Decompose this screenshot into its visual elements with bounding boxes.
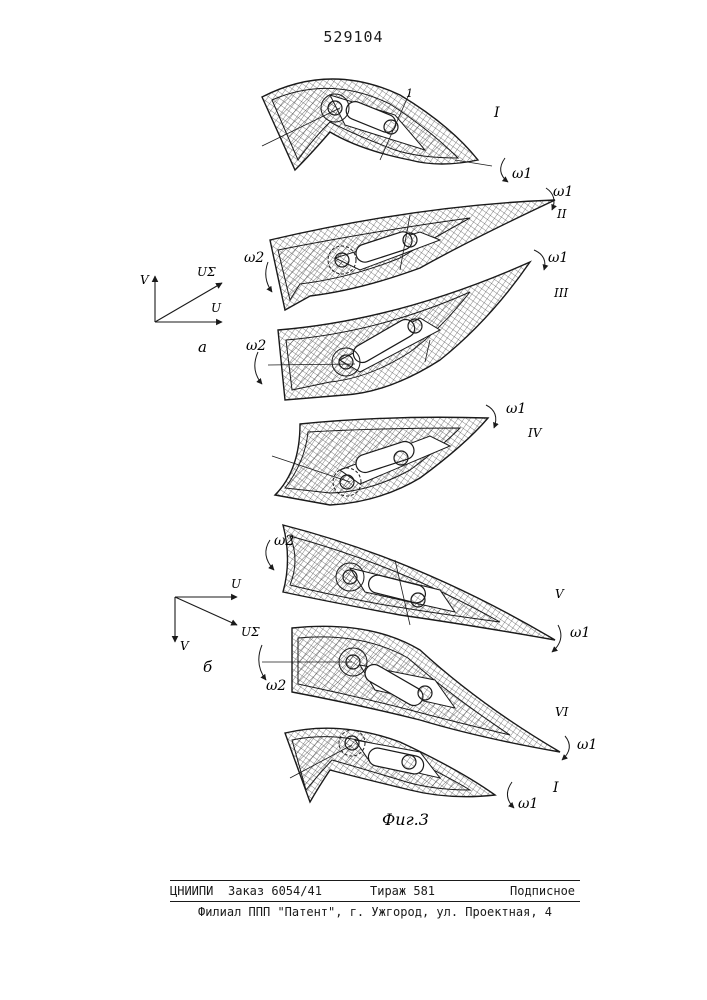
omega1-label-I-top: ω1 — [512, 166, 532, 182]
position-label-II: II — [556, 207, 567, 221]
figure-caption: Фиг.3 — [382, 810, 429, 829]
omega1-label-V: ω1 — [570, 625, 590, 641]
vector-Usum-label-b: UΣ — [241, 625, 260, 639]
omega2-label-V: ω2 — [274, 533, 294, 549]
vector-Usum-label-a: UΣ — [197, 265, 216, 279]
omega1-label-III: ω1 — [548, 250, 568, 266]
omega2-label-VI: ω2 — [266, 678, 286, 694]
velocity-diagram-a — [155, 276, 222, 322]
velocity-diagram-b — [175, 597, 237, 642]
position-label-V: V — [555, 587, 565, 601]
footer-top-rule — [170, 880, 580, 881]
omega1-label-I-bottom: ω1 — [518, 796, 538, 812]
vector-V-label-a: V — [140, 273, 150, 287]
blade-position-1-bottom — [285, 728, 514, 808]
position-label-IV: IV — [527, 426, 543, 440]
omega1-label-IV: ω1 — [506, 401, 526, 417]
group-b-label: б — [203, 658, 213, 676]
footer-order: Заказ 6054/41 — [228, 884, 322, 898]
footer-branch: Филиал ППП "Патент", г. Ужгород, ул. Про… — [170, 905, 580, 919]
omega1-label-VI: ω1 — [577, 737, 597, 753]
group-a-label: а — [198, 338, 207, 356]
footer-circulation: Тираж 581 — [370, 884, 435, 898]
vector-U-label-b: U — [231, 577, 242, 591]
omega2-label-II: ω2 — [244, 250, 264, 266]
position-label-I-bottom: I — [552, 780, 559, 796]
blade-position-1-top — [262, 79, 508, 182]
ref-1-label: 1 — [406, 87, 413, 100]
footer-middle-rule — [170, 901, 580, 902]
position-label-III: III — [553, 286, 568, 300]
vector-U-label-a: U — [211, 301, 222, 315]
footer-org: ЦНИИПИ — [170, 884, 213, 898]
blade-position-4 — [272, 405, 496, 505]
omega1-label-II: ω1 — [553, 184, 573, 200]
vector-V-label-b: V — [180, 639, 190, 653]
footer-subscription: Подписное — [510, 884, 575, 898]
position-label-I-top: I — [493, 105, 500, 121]
omega2-label-III: ω2 — [246, 338, 266, 354]
blade-position-2 — [266, 188, 555, 310]
position-label-VI: VI — [555, 705, 569, 719]
